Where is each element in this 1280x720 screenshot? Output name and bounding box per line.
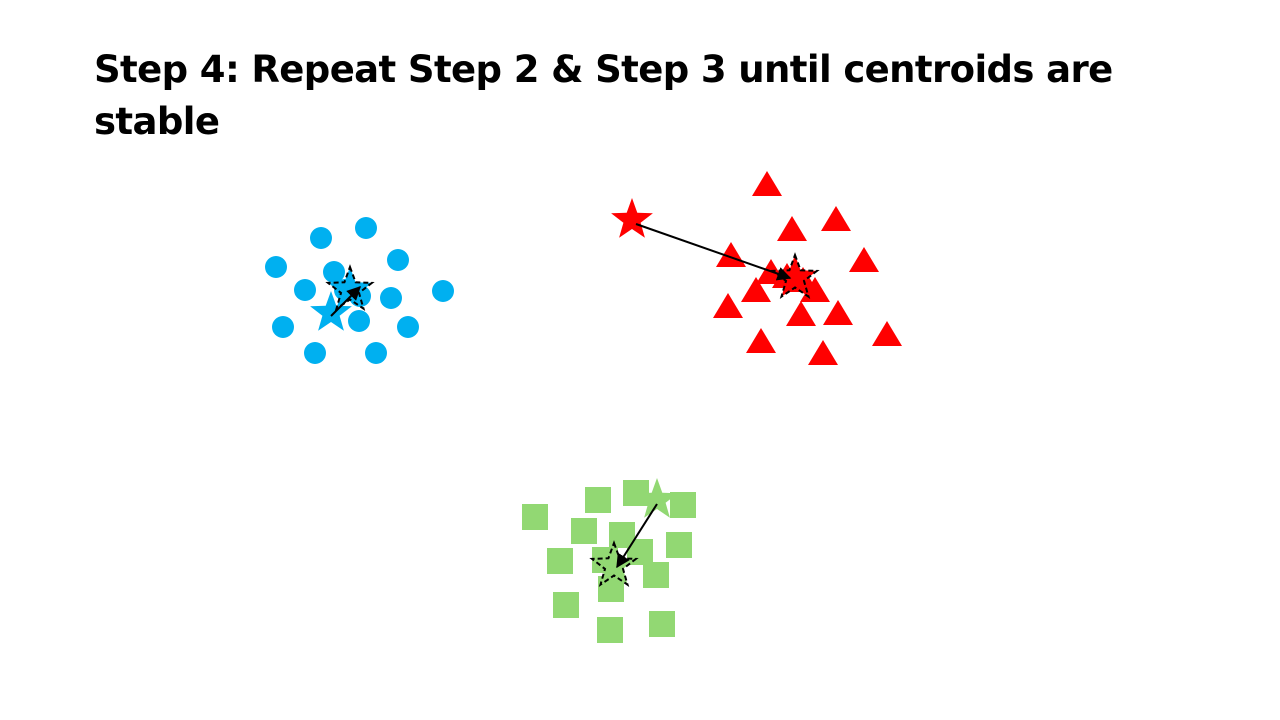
square-data-point	[597, 617, 623, 643]
triangle-data-point	[821, 206, 851, 231]
triangle-data-point	[823, 300, 853, 325]
square-data-point	[571, 518, 597, 544]
dashed-outline-star-icon	[770, 252, 820, 299]
circle-data-point	[387, 249, 409, 271]
square-data-point	[522, 504, 548, 530]
filled-star-icon	[636, 478, 678, 518]
square-data-point	[643, 562, 669, 588]
circle-data-point	[432, 280, 454, 302]
centroid-shift-arrow	[635, 223, 792, 281]
triangle-data-point	[777, 216, 807, 241]
circle-data-point	[380, 287, 402, 309]
triangle-data-point	[752, 171, 782, 196]
circle-data-point	[304, 342, 326, 364]
circle-data-point	[310, 227, 332, 249]
dashed-outline-star-icon	[589, 540, 639, 587]
square-data-point	[666, 532, 692, 558]
triangle-data-point	[849, 247, 879, 272]
triangle-data-point	[713, 293, 743, 318]
circle-data-point	[265, 256, 287, 278]
centroid-shift-arrow	[330, 286, 361, 317]
triangle-data-point	[746, 328, 776, 353]
square-data-point	[553, 592, 579, 618]
circle-data-point	[355, 217, 377, 239]
circle-data-point	[323, 261, 345, 283]
green-cluster	[522, 480, 696, 643]
centroids-layer	[310, 198, 820, 587]
filled-star-icon	[310, 291, 352, 331]
red-cluster	[713, 171, 902, 365]
square-data-point	[547, 548, 573, 574]
square-data-point	[585, 487, 611, 513]
filled-star-icon	[611, 198, 653, 238]
circle-data-point	[365, 342, 387, 364]
triangle-data-point	[808, 340, 838, 365]
data-points-layer	[265, 171, 902, 643]
circle-data-point	[348, 310, 370, 332]
circle-data-point	[397, 316, 419, 338]
triangle-data-point	[786, 301, 816, 326]
blue-cluster	[265, 217, 454, 364]
circle-data-point	[294, 279, 316, 301]
slide-title: Step 4: Repeat Step 2 & Step 3 until cen…	[94, 48, 1113, 143]
triangle-data-point	[741, 277, 771, 302]
triangle-data-point	[872, 321, 902, 346]
square-data-point	[649, 611, 675, 637]
circle-data-point	[272, 316, 294, 338]
square-data-point	[670, 492, 696, 518]
centroid-shift-arrow	[616, 503, 658, 569]
